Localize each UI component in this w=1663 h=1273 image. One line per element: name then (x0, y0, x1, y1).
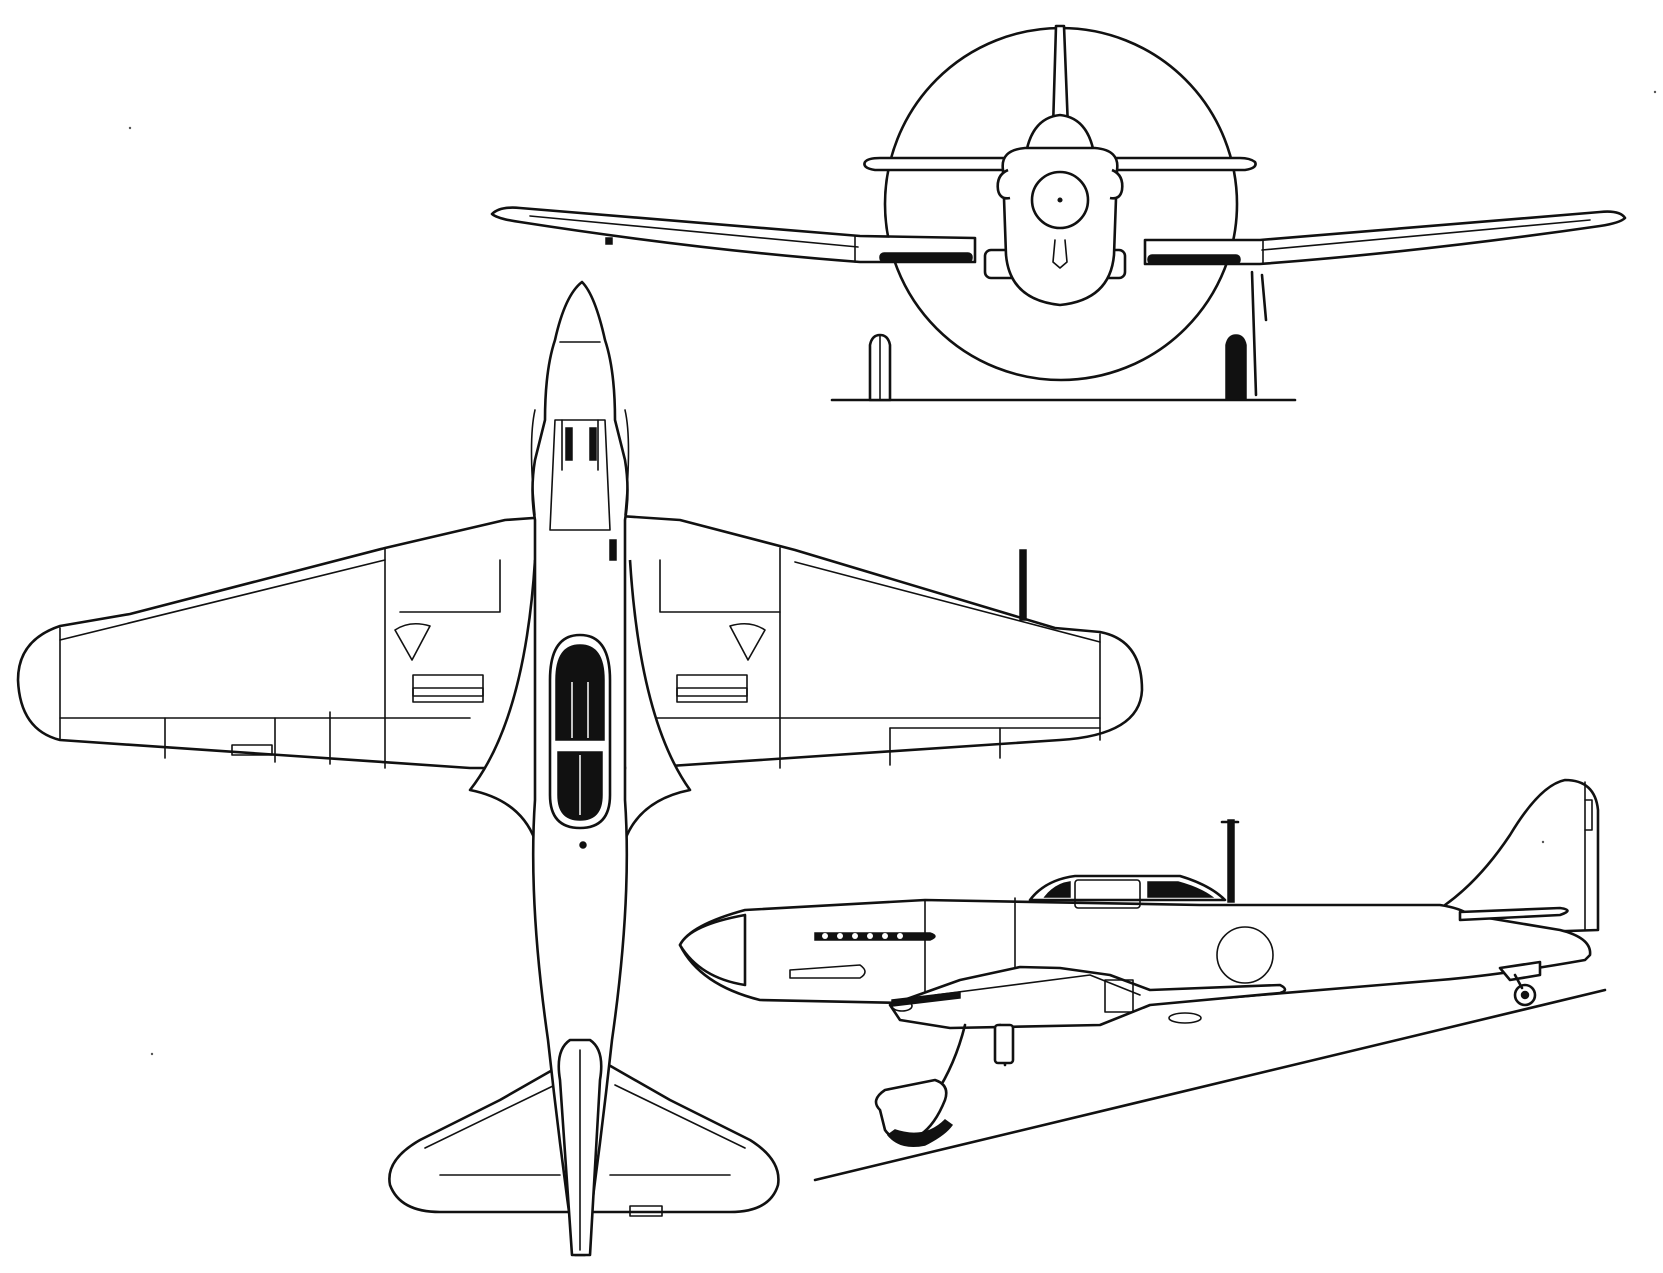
top-wing-panel-left-inner (412, 687, 484, 697)
front-fin (1051, 24, 1070, 130)
top-wing-hatch-left (394, 622, 431, 661)
speck-2 (1541, 840, 1545, 844)
side-exhaust-dots (822, 933, 903, 939)
top-wing-le-right (794, 561, 1101, 643)
top-wing-hatch-right (729, 622, 766, 661)
side-main-wheel-tyre (886, 1119, 954, 1147)
side-gear-leg (993, 1023, 1015, 1065)
side-tailplane (1458, 906, 1569, 922)
side-fin (1443, 778, 1600, 937)
side-windscreen (1043, 881, 1071, 898)
top-canopy-glass-front (555, 644, 605, 741)
scan-specks (128, 90, 1657, 1056)
side-tailwheel-hub (1520, 990, 1530, 1000)
top-exhaust-left (530, 409, 536, 516)
front-wing-right (1143, 210, 1627, 266)
exhaust-3 (852, 933, 858, 939)
side-wing-root-intake (789, 964, 866, 979)
speck-4 (150, 1052, 154, 1056)
top-trim-tab (231, 744, 273, 756)
side-canopy-rear (1147, 881, 1215, 898)
side-rudder-balance (1584, 799, 1593, 831)
front-wing-left-edge (529, 215, 859, 248)
top-wing-panel-right-inner (676, 687, 748, 697)
side-exhaust-stacks (814, 932, 936, 941)
side-canopy-slider (1074, 879, 1141, 909)
top-tail-tab (629, 1205, 663, 1217)
top-view (16, 280, 1144, 1257)
front-radiator-right (1147, 254, 1241, 265)
exhaust-1 (822, 933, 828, 939)
front-wing-right-edge (1261, 219, 1591, 251)
side-spinner (678, 913, 747, 987)
front-chin-intake (1052, 239, 1068, 269)
side-ground-line (813, 988, 1607, 1182)
top-fillet-right (623, 559, 692, 841)
exhaust-5 (882, 933, 888, 939)
front-cheek-left (996, 168, 1011, 200)
front-cheek-right (1109, 168, 1124, 200)
side-aerial-mast (1227, 819, 1235, 903)
side-tailwheel-strut (1513, 973, 1524, 990)
front-gear-right-brace (1260, 273, 1268, 322)
front-spinner-center (1057, 197, 1063, 203)
exhaust-4 (867, 933, 873, 939)
top-exhaust-right (624, 409, 630, 516)
side-gear-door (1104, 979, 1134, 1013)
speck-3 (1653, 90, 1657, 94)
top-gun-right (589, 427, 597, 461)
side-roundel-area (1216, 926, 1274, 984)
front-gear-right-wheel (1225, 334, 1247, 401)
exhaust-6 (897, 933, 903, 939)
top-root-panel-left (399, 559, 501, 613)
top-tail-le-right (614, 1084, 746, 1149)
exhaust-2 (837, 933, 843, 939)
side-belly-scoop (1168, 1012, 1202, 1024)
side-tailwheel-fairing (1498, 960, 1542, 982)
side-wing (888, 965, 1287, 1030)
top-fuel-cap (609, 539, 617, 561)
top-antenna-base (579, 841, 587, 849)
side-wing-flap-line (934, 974, 1141, 996)
front-view (490, 24, 1627, 402)
top-wing-le-left (59, 559, 386, 641)
side-view (678, 778, 1607, 1182)
speck-1 (128, 126, 132, 130)
front-wing-marker (605, 237, 613, 245)
top-root-panel-right (659, 559, 781, 613)
front-radiator-left (879, 252, 973, 263)
top-fillet-left (468, 559, 537, 841)
top-aerial-mast (1019, 549, 1027, 621)
top-gun-left (565, 427, 573, 461)
side-wing-fairing (891, 1000, 913, 1012)
top-gun-troughs (561, 419, 599, 471)
top-tail-le-left (424, 1084, 556, 1149)
front-gear-right-strut (1250, 270, 1258, 397)
top-cowling-panel (549, 419, 611, 531)
